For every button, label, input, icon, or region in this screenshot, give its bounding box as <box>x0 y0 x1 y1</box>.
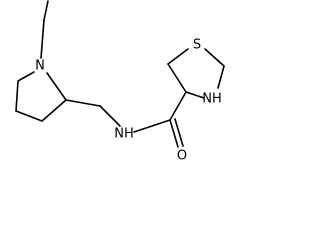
bond-nh-c4-thz <box>185 91 205 99</box>
amide-nitrogen-label: NH <box>114 127 134 142</box>
bond-ethyl-ch3 <box>43 0 49 21</box>
bond-c2-c3 <box>41 99 67 122</box>
bond-nh-carbonyl <box>133 119 171 133</box>
bond-c4-c5-thz <box>167 63 187 93</box>
bond-c4-c5 <box>15 80 19 112</box>
bond-ethyl-n <box>40 19 45 59</box>
ring-nitrogen-label: N <box>35 59 45 74</box>
molecule-diagram: N NH O S NH <box>15 0 225 164</box>
bond-c5-n <box>17 71 35 82</box>
bond-c2-nh-thz <box>217 65 225 89</box>
thiazolidine-sulfur-label: S <box>193 38 201 53</box>
bond-carbonyl-o-a <box>169 119 179 148</box>
bond-ch2-nh <box>99 105 121 127</box>
bond-carbonyl-o-b <box>174 118 184 147</box>
bond-n-c2 <box>46 72 67 101</box>
bond-c2-ch2 <box>65 99 101 107</box>
bond-carbonyl-c4 <box>169 91 187 121</box>
bond-c3-c4 <box>15 110 43 122</box>
thiazolidine-nitrogen-label: NH <box>202 92 222 107</box>
bond-s-c2-thz <box>204 48 225 67</box>
bond-c5-s <box>167 48 189 65</box>
carbonyl-oxygen-label: O <box>177 149 187 164</box>
